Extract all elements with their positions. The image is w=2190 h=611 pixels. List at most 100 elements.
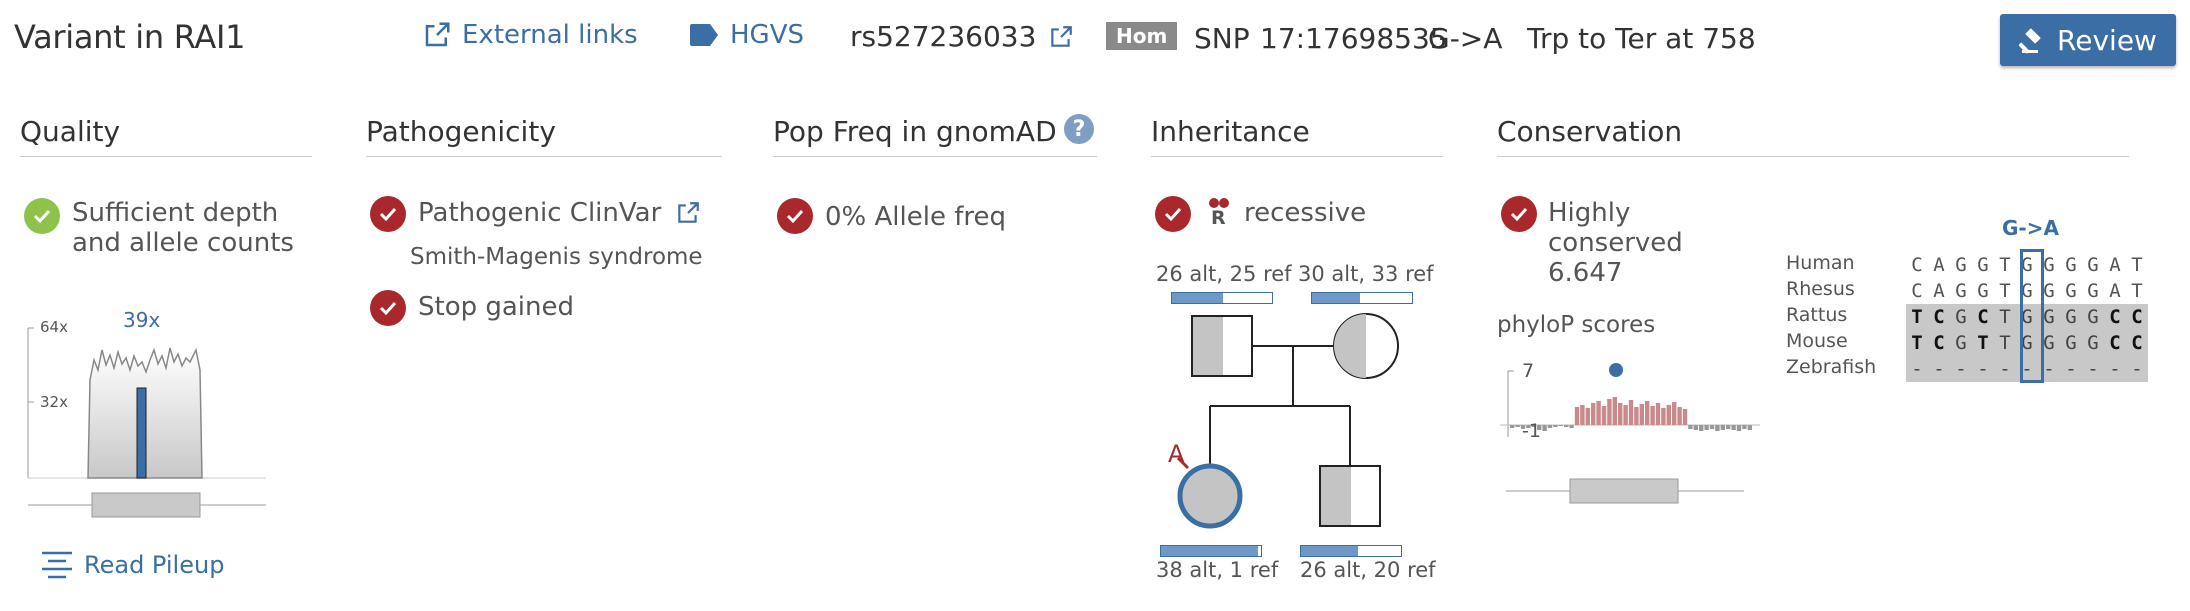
check-icon	[370, 290, 406, 326]
inheritance-divider	[1151, 156, 1443, 157]
alignment-base: G	[1977, 254, 1989, 276]
alignment-base: G	[2082, 304, 2104, 330]
gavel-icon	[2019, 28, 2041, 54]
check-icon	[777, 198, 813, 234]
phylop-bar	[1607, 399, 1612, 425]
check-icon	[1501, 196, 1537, 232]
external-links-label: External links	[462, 20, 638, 50]
alignment-base: G	[2065, 254, 2077, 276]
check-icon	[370, 196, 406, 232]
phylop-bar	[1596, 401, 1601, 425]
phylop-bar	[1736, 425, 1742, 431]
help-icon[interactable]: ?	[1064, 114, 1094, 144]
pedigree	[1176, 313, 1399, 529]
phylop-bar	[1709, 425, 1715, 429]
species-name: Rhesus	[1786, 278, 1855, 300]
quality-item: Sufficient depth and allele counts	[72, 198, 294, 258]
external-links-button[interactable]: External links	[422, 20, 638, 50]
alignment-base: G	[2065, 280, 2077, 302]
phylop-bar	[1661, 408, 1666, 425]
depth-tick-64: 64x	[40, 318, 68, 336]
phylop-bar	[1731, 425, 1736, 430]
alignment-base: G	[2021, 280, 2033, 302]
phylop-bar	[1726, 425, 1731, 429]
conservation-line1: Highly	[1548, 198, 1631, 228]
phylop-bar	[1564, 425, 1569, 427]
depth-chart	[27, 327, 266, 518]
phylop-bar	[1515, 425, 1520, 427]
review-button[interactable]: Review	[2000, 14, 2176, 66]
conservation-title: Conservation	[1497, 115, 1683, 148]
alignment-base: -	[2082, 356, 2104, 382]
protein-change: Trp to Ter at 758	[1527, 22, 1756, 55]
phylop-bar	[1639, 404, 1644, 425]
phylop-bar	[1747, 425, 1752, 430]
species-name: Rattus	[1786, 304, 1848, 326]
alignment-base: A	[1933, 254, 1945, 276]
page-title: Variant in RAI1	[14, 18, 246, 56]
external-link-icon	[425, 22, 450, 47]
read-pileup-label: Read Pileup	[84, 551, 225, 579]
hgvs-button[interactable]: HGVS	[688, 20, 804, 50]
align-center-icon	[42, 551, 72, 579]
alignment-base: G	[2060, 304, 2082, 330]
clinvar-link[interactable]: Pathogenic ClinVar	[418, 198, 701, 228]
phylop-tick-max: 7	[1522, 360, 1535, 382]
alignment-base: A	[2109, 254, 2121, 276]
check-icon	[24, 198, 60, 234]
alignment-base: -	[1994, 356, 2016, 382]
species-name: Mouse	[1786, 330, 1848, 352]
alignment-base: T	[1972, 330, 1994, 356]
phylop-bar	[1650, 406, 1655, 425]
phylop-chart	[1500, 363, 1760, 504]
species-name: Zebrafish	[1786, 356, 1877, 378]
alignment-header: G->A	[2002, 216, 2059, 240]
phylop-bar	[1682, 409, 1688, 425]
species-name: Human	[1786, 252, 1855, 274]
phylop-bar	[1688, 425, 1693, 429]
alignment-base: T	[2131, 254, 2143, 276]
alignment-base: T	[1906, 330, 1928, 356]
alignment-base: G	[1955, 280, 1967, 302]
phylop-bar	[1677, 407, 1682, 425]
alignment-base: C	[2126, 304, 2148, 330]
proband-marker: A	[1168, 440, 1185, 468]
allele-freq-item: 0% Allele freq	[825, 202, 1006, 232]
phylop-bar	[1569, 425, 1574, 428]
variant-position: 17:17698535	[1260, 22, 1448, 55]
alignment-base: G	[1950, 304, 1972, 330]
phylop-bar	[1704, 425, 1709, 430]
recessive-icon: R	[1208, 196, 1230, 232]
mother-counts: 30 alt, 33 ref	[1298, 262, 1434, 286]
sibling-allele-bar	[1300, 545, 1402, 557]
quality-title: Quality	[20, 115, 121, 148]
depth-tick-32: 32x	[40, 393, 68, 411]
external-link-icon	[678, 202, 700, 223]
phylop-bar	[1553, 425, 1558, 427]
phylop-bar	[1693, 425, 1698, 430]
alignment-base: G	[2082, 330, 2104, 356]
tag-icon	[690, 24, 718, 46]
alignment-base: C	[2104, 330, 2126, 356]
depth-label: 39x	[123, 308, 161, 332]
alignment-base: G	[1955, 254, 1967, 276]
phylop-bar	[1742, 425, 1747, 429]
review-label: Review	[2057, 23, 2157, 57]
alignment-base: T	[1999, 254, 2011, 276]
alignment-base: A	[1933, 280, 1945, 302]
mother-allele-bar	[1311, 292, 1413, 304]
phylop-bar	[1520, 425, 1526, 429]
recessive-glyph: R	[1211, 207, 1226, 229]
phylop-bar	[1623, 405, 1628, 425]
hgvs-label: HGVS	[730, 20, 804, 50]
phylop-bar	[1715, 425, 1720, 431]
alignment-base: G	[2043, 280, 2055, 302]
alignment-base: G	[2043, 254, 2055, 276]
phylop-bar	[1645, 401, 1650, 425]
rsid-link[interactable]: rs527236033	[850, 20, 1074, 53]
species-list: Human Rhesus Rattus Mouse Zebrafish	[1786, 252, 1876, 382]
phylop-bar	[1655, 403, 1661, 425]
read-pileup-button[interactable]: Read Pileup	[40, 550, 224, 580]
